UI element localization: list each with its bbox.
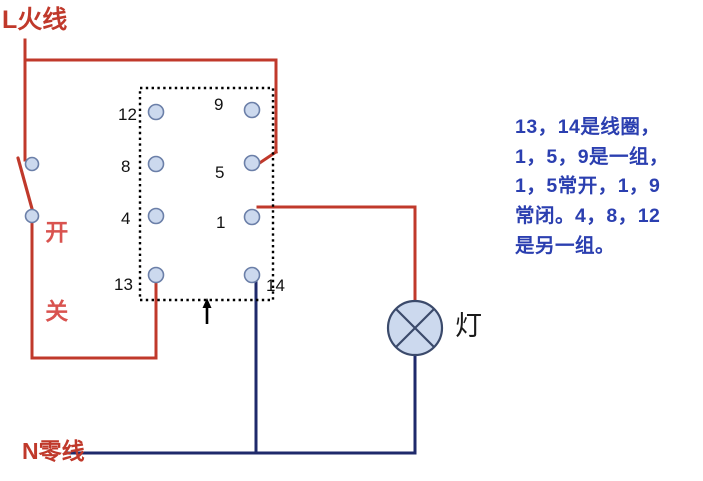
switch-label-line-1: 开	[45, 218, 69, 245]
relay-pinout-annotation: 13，14是线圈，1，5，9是一组，1，5常开，1，9常闭。4，8，12是另一组…	[515, 116, 670, 257]
neutral-wire-group	[66, 270, 417, 455]
switch-blade-group[interactable]	[16, 156, 36, 218]
relay-terminal-label-4: 4	[121, 209, 130, 228]
relay-terminal-13[interactable]	[147, 266, 165, 284]
live-wire-top-run	[23, 38, 278, 154]
relay-terminal-numbers: 12 8 4 13 9 5 1 14	[114, 95, 285, 295]
switch-to-terminal-13-wire	[30, 220, 158, 360]
switch-blade[interactable]	[16, 156, 36, 218]
relay-terminal-14[interactable]	[243, 266, 261, 284]
lamp-symbol	[386, 299, 444, 357]
switch-terminal-upper[interactable]	[24, 156, 40, 172]
terminal-1-to-lamp-wire	[256, 205, 417, 304]
relay-terminal-1[interactable]	[243, 208, 261, 226]
lamp-cross-line-2	[395, 308, 435, 348]
relay-terminal-9[interactable]	[243, 101, 261, 119]
switch-label: 开 关	[44, 166, 70, 378]
live-wire-group	[23, 38, 417, 360]
relay-terminal-8[interactable]	[147, 155, 165, 173]
relay-terminal-label-5: 5	[215, 163, 224, 182]
lamp-label: 灯	[455, 311, 482, 341]
relay-terminal-label-1: 1	[216, 213, 225, 232]
switch-label-line-2: 关	[45, 298, 69, 325]
switch-terminal-lower[interactable]	[24, 208, 40, 224]
relay-direction-arrow-icon	[202, 298, 212, 324]
relay-terminal-label-13: 13	[114, 275, 133, 294]
relay-terminal-label-8: 8	[121, 157, 130, 176]
neutral-line-label: N零线	[22, 438, 85, 464]
relay-terminal-label-12: 12	[118, 105, 137, 124]
relay-terminal-label-9: 9	[214, 95, 223, 114]
relay-terminal-5[interactable]	[243, 154, 261, 172]
relay-terminal-4[interactable]	[147, 207, 165, 225]
relay-body-outline	[138, 86, 275, 302]
relay-terminal-label-14: 14	[266, 276, 285, 295]
relay-terminal-12[interactable]	[147, 103, 165, 121]
live-line-label: L火线	[2, 6, 68, 34]
relay-terminal-pins	[147, 101, 261, 284]
